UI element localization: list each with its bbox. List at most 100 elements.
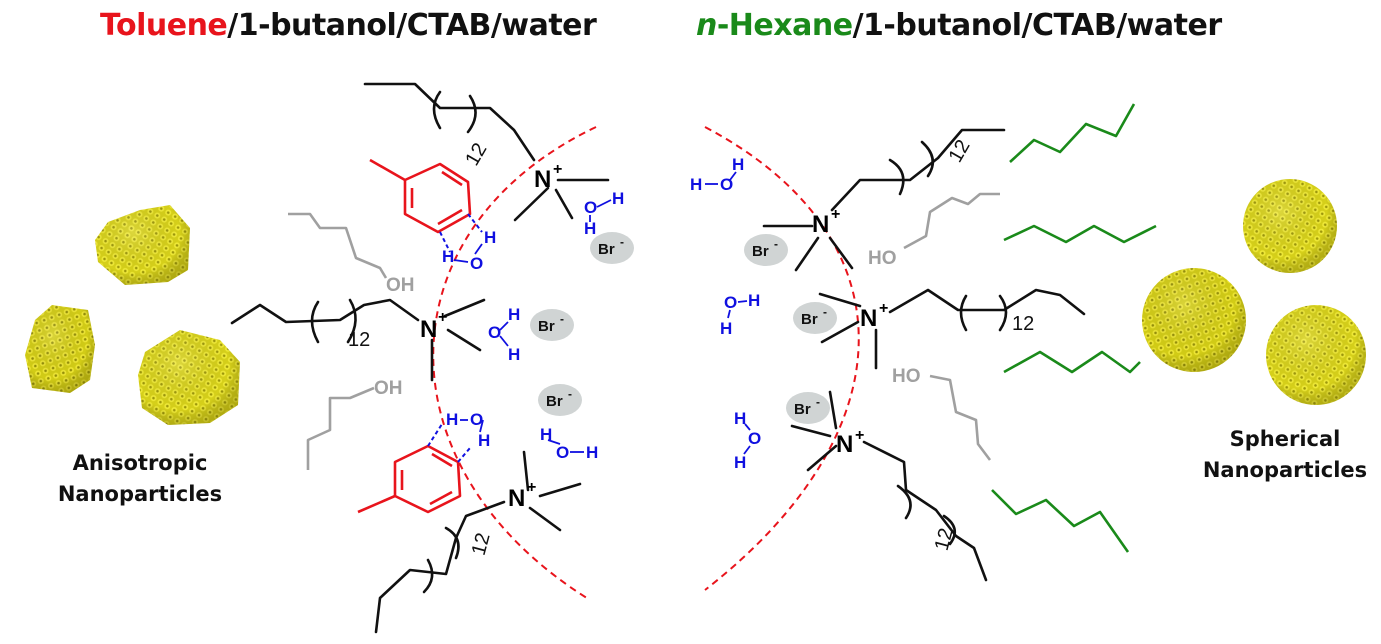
svg-text:Br: Br (752, 243, 769, 260)
svg-text:+: + (879, 300, 888, 317)
bromide-ion (786, 392, 830, 424)
water-bonds-left (453, 199, 612, 453)
bromide-ions-right (744, 234, 837, 424)
n-plus-top-right: N (812, 211, 829, 238)
svg-text:HO: HO (868, 248, 897, 269)
toluene-ring-top (403, 162, 472, 234)
svg-text:H: H (720, 319, 732, 338)
hydrogen-bonds (427, 213, 483, 463)
svg-text:H: H (540, 425, 552, 444)
svg-text:-: - (620, 235, 624, 249)
svg-text:-: - (568, 387, 572, 401)
svg-text:OH: OH (374, 378, 403, 399)
bromide-ion (793, 302, 837, 334)
caption-spherical-line1: Spherical (1229, 427, 1341, 451)
svg-text:H: H (612, 189, 624, 208)
svg-text:Br: Br (801, 311, 818, 328)
svg-text:-: - (560, 312, 564, 326)
svg-text:Br: Br (546, 393, 563, 410)
svg-text:H: H (734, 453, 746, 472)
svg-text:Br: Br (538, 318, 555, 335)
n-plus-bottom-right: N (836, 431, 853, 458)
nitrogen-centers-left: N + N + N + (420, 161, 562, 512)
nitrogen-centers-right: N + N + N + (812, 206, 888, 458)
n-plus-bottom-left: N (508, 485, 525, 512)
svg-text:-: - (816, 395, 820, 409)
title-solvent-toluene: Toluene (100, 8, 228, 43)
svg-text:H: H (484, 228, 496, 247)
svg-text:-: - (774, 237, 778, 251)
hexane-molecules (991, 103, 1157, 553)
bromide-labels-right: Br- Br- Br- (752, 237, 827, 418)
svg-text:Br: Br (598, 241, 615, 258)
interface-arc-left (432, 126, 597, 601)
caption-anisotropic-line2: Nanoparticles (57, 482, 223, 506)
svg-text:+: + (855, 427, 864, 444)
ctab-tail-top-left (363, 82, 536, 162)
svg-text:H: H (442, 247, 454, 266)
butanol-molecules-left (288, 212, 388, 470)
bromide-labels-left: Br- Br- Br- (538, 235, 624, 410)
ctab-tail-middle-left (230, 298, 420, 325)
hexane-chain-1 (1009, 103, 1136, 163)
title-hexane-system: n-Hexane/1-butanol/CTAB/water (696, 8, 1222, 43)
svg-text:O: O (748, 429, 761, 448)
svg-text:H: H (586, 443, 598, 462)
ctab-tail-top-right (830, 128, 1006, 212)
bromide-ion (590, 232, 634, 264)
svg-text:OH: OH (386, 275, 415, 296)
ctab-tail-middle-right (888, 288, 1086, 316)
hexane-chain-3 (1003, 350, 1141, 374)
n-plus-middle-right: N (860, 305, 877, 332)
svg-text:H: H (508, 345, 520, 364)
caption-spherical-line2: Nanoparticles (1202, 458, 1368, 482)
svg-text:H: H (446, 410, 458, 429)
svg-text:H: H (584, 219, 596, 238)
svg-text:12: 12 (1012, 313, 1034, 335)
ctab-molecules-left (230, 82, 610, 634)
interface-arc-right (704, 126, 860, 591)
svg-text:H: H (748, 291, 760, 310)
svg-text:HO: HO (892, 366, 921, 387)
svg-text:O: O (470, 254, 483, 273)
svg-text:Br: Br (794, 401, 811, 418)
water-molecules-right: O H H O H H O H H (690, 155, 761, 472)
repeat-labels-right: 12 12 12 (931, 136, 1035, 553)
butanol-top-left (288, 212, 388, 279)
svg-text:-: - (823, 305, 827, 319)
title-solvent-hexane: -Hexane (716, 8, 853, 43)
caption-anisotropic: Anisotropic Nanoparticles (40, 448, 240, 510)
hexane-chain-2 (1003, 224, 1157, 244)
hexane-chain-4 (991, 489, 1130, 553)
title-rest-left: /1-butanol/CTAB/water (227, 8, 597, 43)
title-italic-n: n (696, 8, 717, 43)
svg-text:+: + (527, 479, 536, 496)
svg-text:12: 12 (461, 139, 491, 169)
svg-text:H: H (478, 431, 490, 450)
toluene-ring-bottom (393, 444, 462, 514)
butanol-molecules-right (903, 192, 1000, 461)
caption-anisotropic-line1: Anisotropic (72, 451, 208, 475)
butanol-bottom-right (929, 374, 992, 461)
butanol-top-right (903, 192, 1000, 250)
ctab-tail-bottom-right (862, 440, 988, 582)
bromide-ion (744, 234, 788, 266)
anisotropic-nanoparticles (25, 205, 240, 425)
bromide-ion (530, 309, 574, 341)
title-toluene-system: Toluene/1-butanol/CTAB/water (100, 8, 597, 43)
spherical-nanoparticles (1142, 179, 1366, 405)
ctab-tail-bottom-left (374, 500, 506, 634)
svg-text:O: O (488, 323, 501, 342)
butanol-bottom-left (306, 386, 375, 470)
water-bonds-right (705, 171, 751, 455)
repeat-labels-left: 12 12 12 (348, 139, 495, 557)
svg-text:12: 12 (944, 136, 974, 166)
hydroxyl-labels-left: OH OH (374, 275, 415, 399)
svg-text:H: H (508, 305, 520, 324)
svg-text:12: 12 (348, 329, 370, 351)
n-plus-top-left: N (534, 166, 551, 193)
svg-text:+: + (553, 161, 562, 178)
hydroxyl-labels-right: HO HO (868, 248, 921, 387)
svg-text:H: H (732, 155, 744, 174)
